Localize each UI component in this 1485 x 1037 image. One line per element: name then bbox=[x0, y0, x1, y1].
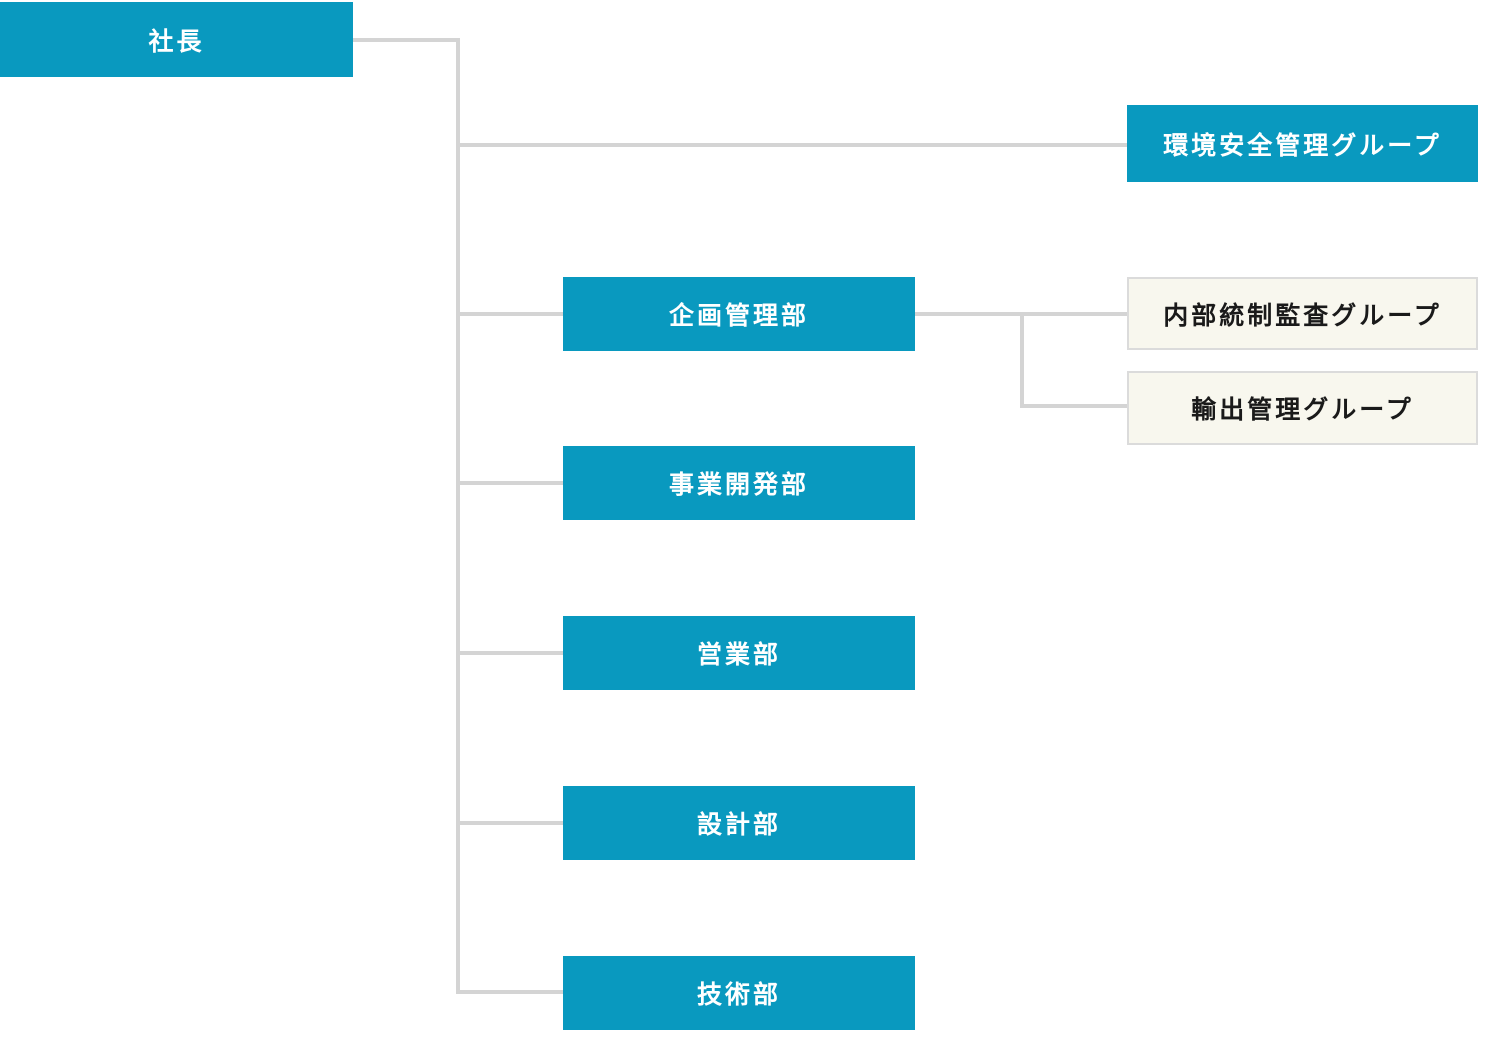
org-node-internal-audit-group-label: 内部統制監査グループ bbox=[1163, 301, 1442, 330]
connector-president-to-trunk bbox=[353, 38, 458, 42]
org-node-business-dev-dept-label: 事業開発部 bbox=[668, 471, 809, 499]
connector-main-trunk bbox=[456, 38, 460, 994]
connector-branch-design bbox=[456, 821, 563, 825]
org-node-planning-dept: 企画管理部 bbox=[563, 277, 915, 351]
connector-branch-sales bbox=[456, 651, 563, 655]
connector-branch-export-control bbox=[1020, 404, 1127, 408]
org-node-env-safety-group: 環境安全管理グループ bbox=[1127, 105, 1478, 182]
org-node-env-safety-group-label: 環境安全管理グループ bbox=[1163, 131, 1442, 160]
org-node-engineering-dept-label: 技術部 bbox=[696, 981, 781, 1009]
org-node-design-dept: 設計部 bbox=[563, 786, 915, 860]
connector-branch-planning bbox=[456, 312, 563, 316]
connector-planning-subtrunk bbox=[1020, 312, 1024, 408]
org-node-president-label: 社長 bbox=[148, 27, 205, 56]
org-node-design-dept-label: 設計部 bbox=[696, 811, 781, 839]
org-node-engineering-dept: 技術部 bbox=[563, 956, 915, 1030]
connector-branch-business-dev bbox=[456, 481, 563, 485]
org-node-export-control-group: 輸出管理グループ bbox=[1127, 371, 1478, 445]
connector-branch-engineering bbox=[456, 990, 563, 994]
org-node-export-control-group-label: 輸出管理グループ bbox=[1191, 396, 1414, 424]
org-node-planning-dept-label: 企画管理部 bbox=[668, 302, 809, 330]
org-node-sales-dept: 営業部 bbox=[563, 616, 915, 690]
connector-branch-env-safety bbox=[456, 143, 1127, 147]
org-node-internal-audit-group: 内部統制監査グループ bbox=[1127, 277, 1478, 350]
org-node-sales-dept-label: 営業部 bbox=[696, 641, 781, 669]
org-node-president: 社長 bbox=[0, 2, 353, 77]
org-node-business-dev-dept: 事業開発部 bbox=[563, 446, 915, 520]
